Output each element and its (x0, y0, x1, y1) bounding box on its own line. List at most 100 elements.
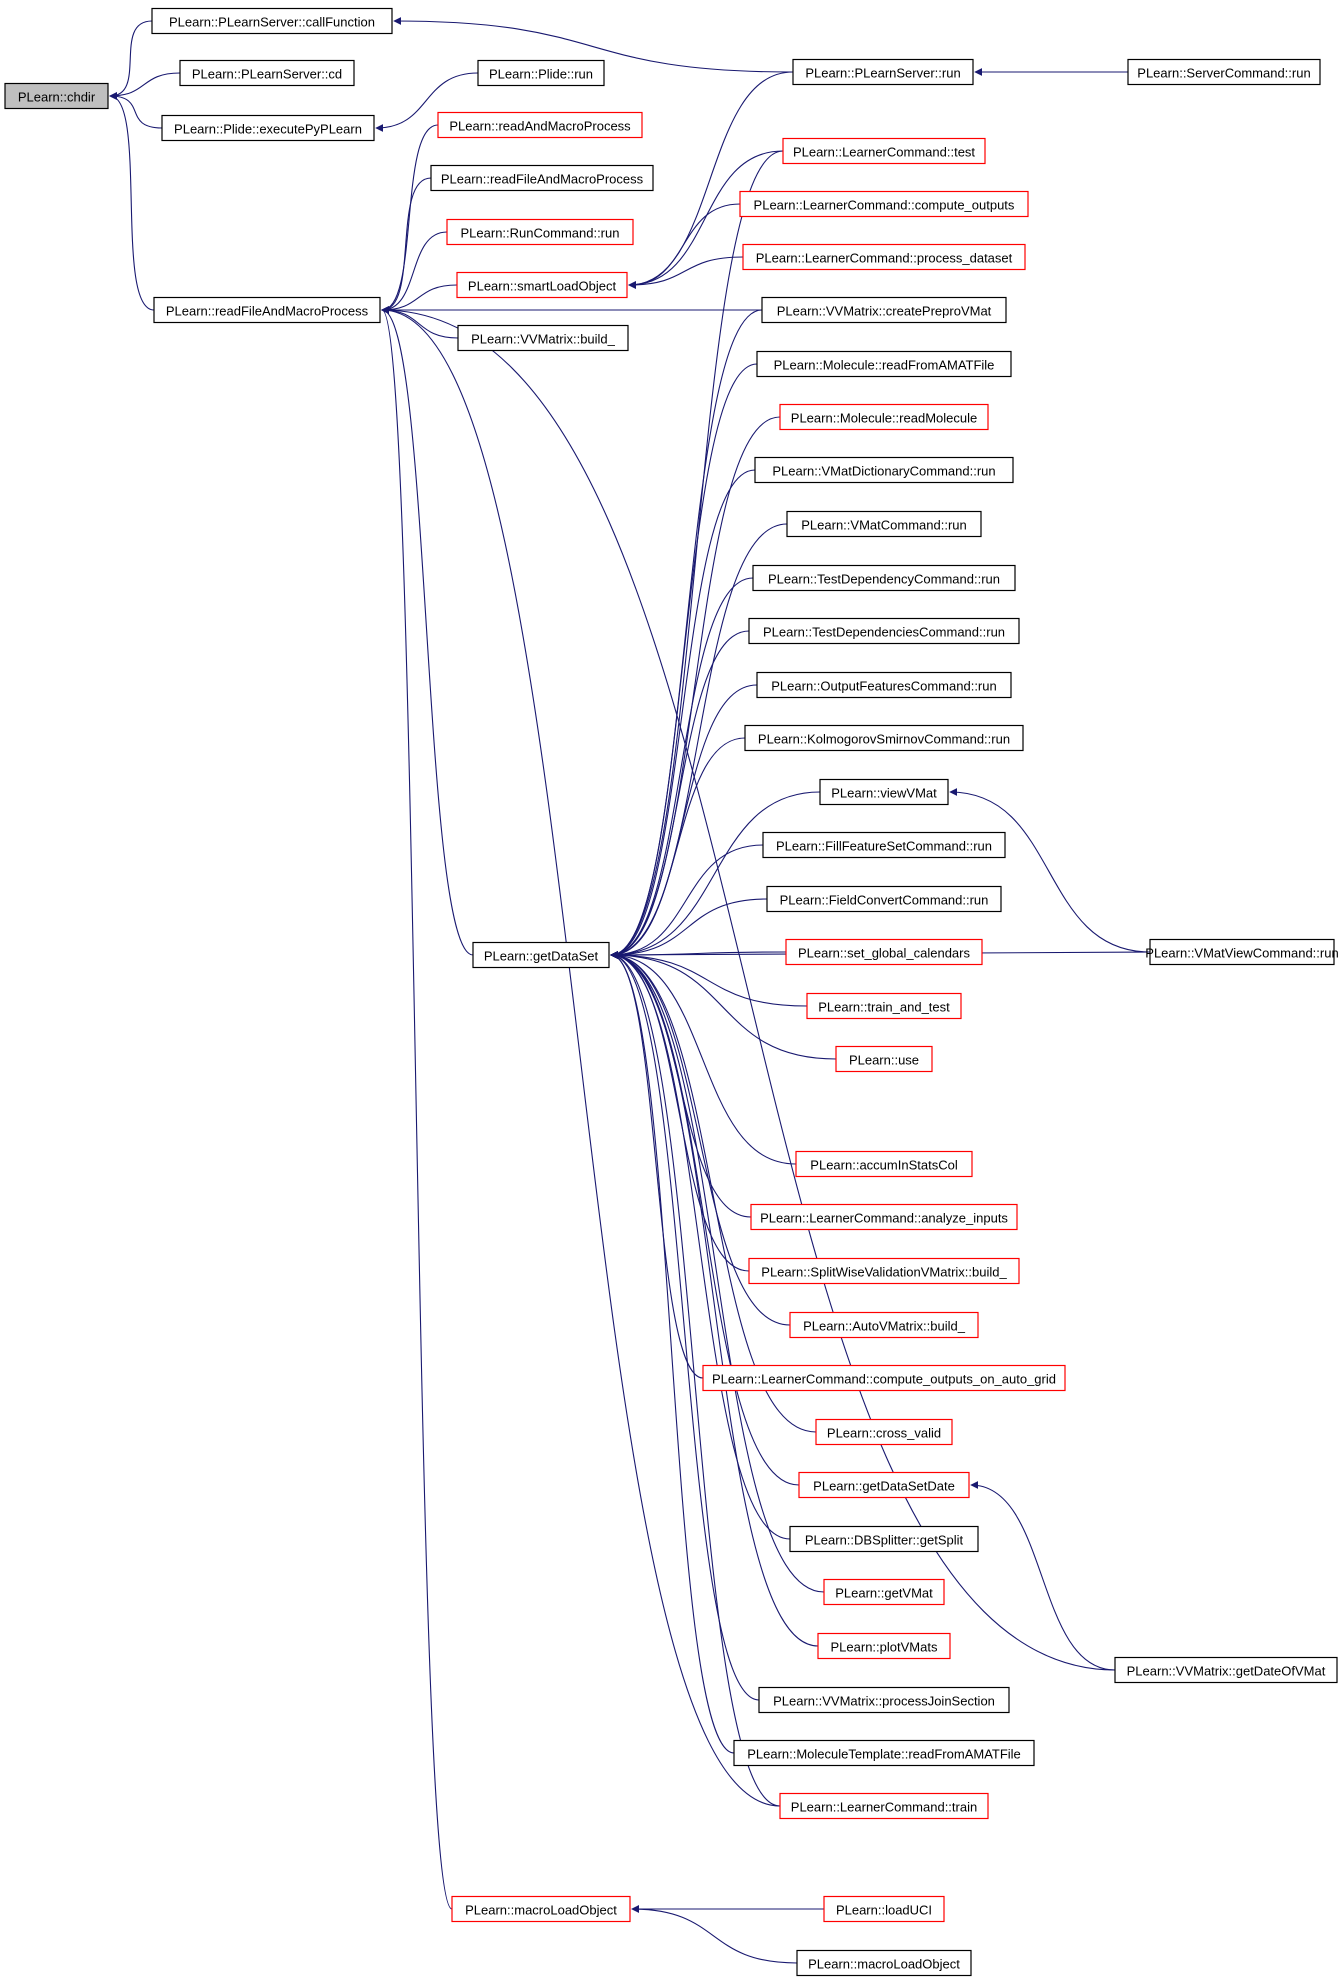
node-vvmBuild[interactable]: PLearn::VVMatrix::build_ (457, 324, 629, 352)
node-box[interactable] (789, 1311, 979, 1339)
node-box[interactable] (1149, 938, 1335, 966)
node-executePyPLearn[interactable]: PLearn::Plide::executePyPLearn (161, 114, 375, 142)
node-runCommandRun[interactable]: PLearn::RunCommand::run (446, 218, 634, 246)
node-box[interactable] (446, 218, 634, 246)
node-cd[interactable]: PLearn::PLearnServer::cd (179, 59, 355, 87)
node-box[interactable] (798, 1471, 970, 1499)
node-box[interactable] (766, 885, 1002, 913)
node-box[interactable] (796, 1949, 972, 1977)
node-box[interactable] (761, 296, 1007, 324)
node-viewVMat[interactable]: PLearn::viewVMat (819, 778, 949, 806)
node-box[interactable] (477, 59, 605, 87)
node-testDepRun[interactable]: PLearn::TestDependencyCommand::run (752, 564, 1016, 592)
node-box[interactable] (151, 7, 393, 35)
node-lcComputeOutputsGrid[interactable]: PLearn::LearnerCommand::compute_outputs_… (702, 1364, 1066, 1392)
node-box[interactable] (756, 671, 1012, 699)
node-molTplReadFromAMATFile[interactable]: PLearn::MoleculeTemplate::readFromAMATFi… (733, 1739, 1035, 1767)
node-serverCommandRun[interactable]: PLearn::ServerCommand::run (1127, 58, 1321, 86)
node-vmatViewRun[interactable]: PLearn::VMatViewCommand::run (1145, 938, 1339, 966)
node-box[interactable] (161, 114, 375, 142)
node-getDataSet[interactable]: PLearn::getDataSet (472, 941, 610, 969)
node-accumInStatsCol[interactable]: PLearn::accumInStatsCol (795, 1150, 973, 1178)
node-macroLoadObject2[interactable]: PLearn::macroLoadObject (796, 1949, 972, 1977)
node-box[interactable] (779, 1792, 989, 1820)
node-box[interactable] (153, 296, 381, 324)
node-lcAnalyzeInputs[interactable]: PLearn::LearnerCommand::analyze_inputs (750, 1203, 1018, 1231)
node-box[interactable] (451, 1895, 631, 1923)
node-box[interactable] (754, 456, 1014, 484)
node-box[interactable] (1127, 58, 1321, 86)
node-box[interactable] (750, 1203, 1018, 1231)
node-box[interactable] (823, 1895, 945, 1923)
node-box[interactable] (806, 992, 962, 1020)
node-chdir[interactable]: PLearn::chdir (4, 82, 109, 110)
node-readAndMacroProcess[interactable]: PLearn::readAndMacroProcess (437, 111, 643, 139)
node-plotVMats[interactable]: PLearn::plotVMats (817, 1632, 951, 1660)
node-box[interactable] (779, 403, 989, 431)
node-box[interactable] (744, 724, 1024, 752)
node-molReadMolecule[interactable]: PLearn::Molecule::readMolecule (779, 403, 989, 431)
node-box[interactable] (752, 564, 1016, 592)
node-box[interactable] (823, 1578, 945, 1606)
node-plideRun[interactable]: PLearn::Plide::run (477, 59, 605, 87)
node-serverRun[interactable]: PLearn::PLearnServer::run (792, 58, 974, 86)
node-crossValid[interactable]: PLearn::cross_valid (815, 1418, 953, 1446)
node-box[interactable] (742, 243, 1026, 271)
node-box[interactable] (457, 324, 629, 352)
node-box[interactable] (819, 778, 949, 806)
node-molReadFromAMATFile[interactable]: PLearn::Molecule::readFromAMATFile (756, 350, 1012, 378)
node-readFileAndMacroProcess[interactable]: PLearn::readFileAndMacroProcess (153, 296, 381, 324)
node-ksRun[interactable]: PLearn::KolmogorovSmirnovCommand::run (744, 724, 1024, 752)
node-smartLoadObject[interactable]: PLearn::smartLoadObject (456, 271, 628, 299)
node-lcProcessDataset[interactable]: PLearn::LearnerCommand::process_dataset (742, 243, 1026, 271)
node-autoVMatBuild[interactable]: PLearn::AutoVMatrix::build_ (789, 1311, 979, 1339)
node-getDataSetDate[interactable]: PLearn::getDataSetDate (798, 1471, 970, 1499)
node-vmatCmdRun[interactable]: PLearn::VMatCommand::run (786, 510, 982, 538)
node-testDepsRun[interactable]: PLearn::TestDependenciesCommand::run (748, 617, 1020, 645)
node-trainAndTest[interactable]: PLearn::train_and_test (806, 992, 962, 1020)
node-box[interactable] (1114, 1656, 1338, 1684)
node-outFeatRun[interactable]: PLearn::OutputFeaturesCommand::run (756, 671, 1012, 699)
node-readFileAndMacroProcess2[interactable]: PLearn::readFileAndMacroProcess (430, 164, 654, 192)
node-box[interactable] (4, 82, 109, 110)
node-box[interactable] (733, 1739, 1035, 1767)
node-use[interactable]: PLearn::use (835, 1045, 933, 1073)
node-vmatDictRun[interactable]: PLearn::VMatDictionaryCommand::run (754, 456, 1014, 484)
node-box[interactable] (817, 1632, 951, 1660)
node-setGlobalCal[interactable]: PLearn::set_global_calendars (785, 938, 983, 966)
node-box[interactable] (792, 58, 974, 86)
node-box[interactable] (437, 111, 643, 139)
node-fieldConvRun[interactable]: PLearn::FieldConvertCommand::run (766, 885, 1002, 913)
node-box[interactable] (739, 190, 1029, 218)
node-box[interactable] (789, 1525, 979, 1553)
node-box[interactable] (472, 941, 610, 969)
node-dbSplitterGetSplit[interactable]: PLearn::DBSplitter::getSplit (789, 1525, 979, 1553)
node-box[interactable] (786, 510, 982, 538)
node-box[interactable] (785, 938, 983, 966)
node-lcTest[interactable]: PLearn::LearnerCommand::test (782, 137, 986, 165)
node-loadUCI[interactable]: PLearn::loadUCI (823, 1895, 945, 1923)
node-lcTrain[interactable]: PLearn::LearnerCommand::train (779, 1792, 989, 1820)
node-box[interactable] (758, 1686, 1010, 1714)
node-box[interactable] (815, 1418, 953, 1446)
node-box[interactable] (748, 617, 1020, 645)
node-splitWiseBuild[interactable]: PLearn::SplitWiseValidationVMatrix::buil… (748, 1257, 1020, 1285)
node-box[interactable] (795, 1150, 973, 1178)
node-lcComputeOutputs[interactable]: PLearn::LearnerCommand::compute_outputs (739, 190, 1029, 218)
node-box[interactable] (179, 59, 355, 87)
node-box[interactable] (756, 350, 1012, 378)
node-box[interactable] (430, 164, 654, 192)
node-getDateOfVMat[interactable]: PLearn::VVMatrix::getDateOfVMat (1114, 1656, 1338, 1684)
node-box[interactable] (835, 1045, 933, 1073)
node-box[interactable] (456, 271, 628, 299)
node-callFunction[interactable]: PLearn::PLearnServer::callFunction (151, 7, 393, 35)
node-createPreproVMat[interactable]: PLearn::VVMatrix::createPreproVMat (761, 296, 1007, 324)
node-processJoinSection[interactable]: PLearn::VVMatrix::processJoinSection (758, 1686, 1010, 1714)
node-fillFeatRun[interactable]: PLearn::FillFeatureSetCommand::run (762, 831, 1006, 859)
node-getVMat[interactable]: PLearn::getVMat (823, 1578, 945, 1606)
node-box[interactable] (782, 137, 986, 165)
node-box[interactable] (702, 1364, 1066, 1392)
node-macroLoadObject[interactable]: PLearn::macroLoadObject (451, 1895, 631, 1923)
node-box[interactable] (762, 831, 1006, 859)
node-box[interactable] (748, 1257, 1020, 1285)
